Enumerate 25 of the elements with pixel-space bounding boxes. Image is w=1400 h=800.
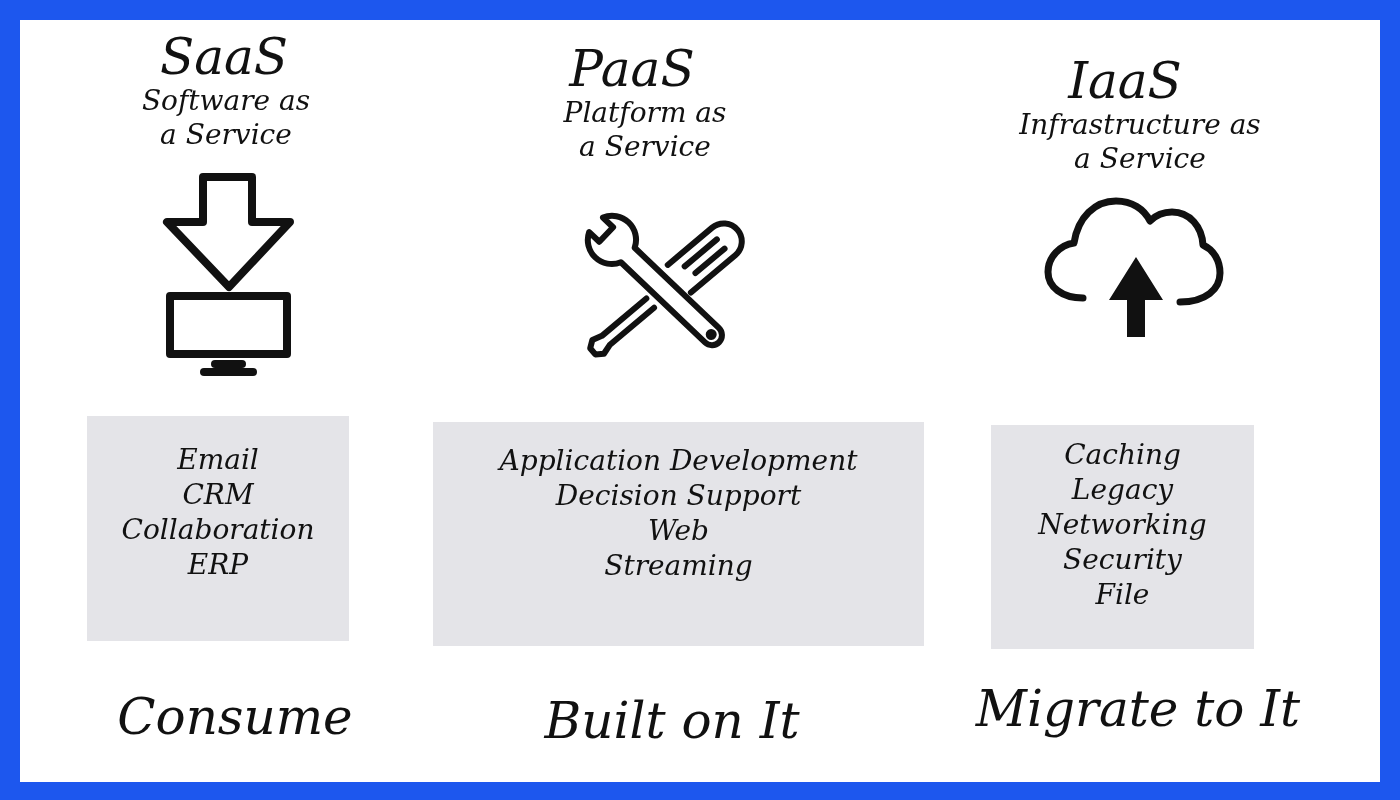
service-model-acronym: IaaS — [1067, 52, 1183, 110]
usage-caption: Migrate to It — [974, 679, 1302, 740]
service-example: Email — [176, 442, 260, 477]
service-example: Streaming — [603, 548, 754, 583]
service-example: Networking — [1037, 507, 1208, 542]
service-example: Security — [1062, 542, 1183, 577]
examples-panel — [87, 416, 349, 641]
service-example: ERP — [186, 547, 250, 582]
service-example: Collaboration — [120, 512, 316, 547]
examples-panel — [433, 422, 924, 646]
service-example: Application Development — [498, 443, 859, 478]
service-model-acronym: PaaS — [568, 40, 696, 98]
service-example: File — [1094, 577, 1151, 612]
usage-caption: Built on It — [543, 691, 801, 752]
service-example: Web — [647, 513, 710, 548]
service-example: Legacy — [1070, 472, 1175, 507]
service-model-name: Infrastructure as a Service — [1018, 108, 1262, 176]
service-model-name: Software as a Service — [140, 84, 312, 152]
usage-caption: Consume — [116, 687, 354, 748]
service-example: CRM — [181, 477, 255, 512]
service-model-name: Platform as a Service — [562, 96, 728, 164]
service-example: Caching — [1063, 437, 1182, 472]
examples-panel — [991, 425, 1254, 649]
service-model-acronym: SaaS — [158, 28, 290, 86]
service-example: Decision Support — [554, 478, 803, 513]
